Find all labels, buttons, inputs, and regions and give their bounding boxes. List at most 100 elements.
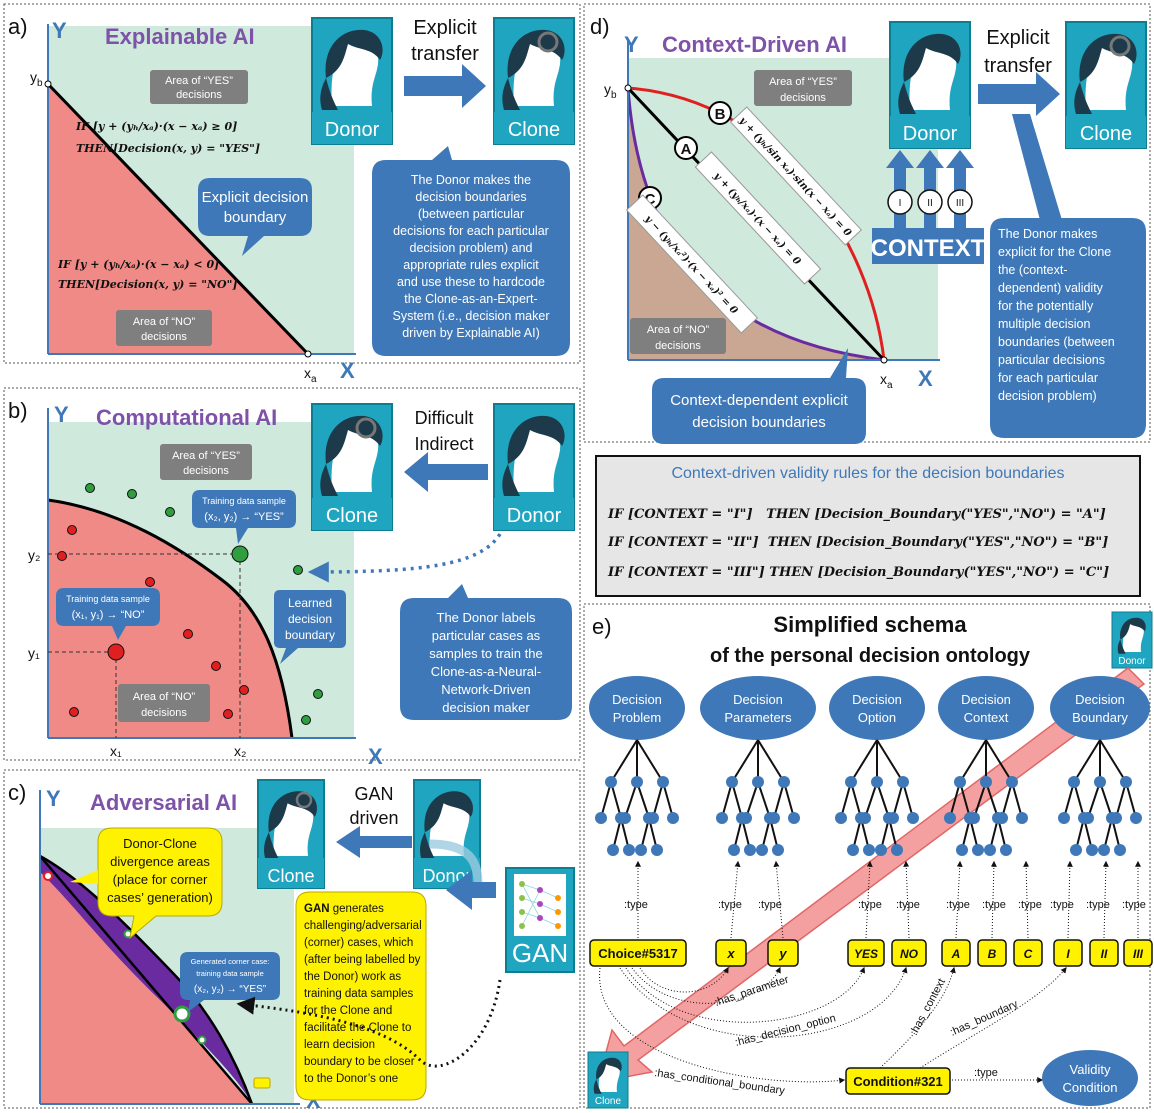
ontology-node xyxy=(756,844,768,856)
rule-no-if: IF [y + (yₕ/xₐ)·(x − xₐ) < 0] xyxy=(57,258,219,271)
rule-no-then: THEN[Decision(x, y) = "NO"] xyxy=(58,278,238,291)
svg-text:y: y xyxy=(778,946,787,961)
ontology-instances: Choice#5317 x y YES NO A B C I II III xyxy=(589,939,1153,967)
ontology-node xyxy=(657,776,669,788)
svg-text:challenging/adversarial: challenging/adversarial xyxy=(304,920,422,932)
donor-label: Donor xyxy=(325,119,380,141)
svg-text::type: :type xyxy=(1122,899,1146,911)
ontology-node xyxy=(1068,776,1080,788)
yb-point xyxy=(624,84,632,92)
ontology-node xyxy=(623,844,635,856)
context-boundaries-callout xyxy=(652,348,866,444)
ontology-node xyxy=(635,844,647,856)
corner-callout-2: training data sample xyxy=(196,969,264,978)
explicit-transfer-arrow xyxy=(404,64,486,108)
small-yellow-callout xyxy=(253,1077,271,1089)
yb-label: yb xyxy=(604,81,617,101)
ontology-node xyxy=(984,844,996,856)
svg-text:for each particular: for each particular xyxy=(998,371,1098,385)
svg-text:GAN generates: GAN generates xyxy=(304,903,384,915)
sample-no xyxy=(67,525,77,535)
ontology-node xyxy=(871,776,883,788)
class-decision-parameters xyxy=(700,676,816,740)
instance-y xyxy=(767,939,799,967)
learned-callout-1: Learned xyxy=(288,596,332,610)
svg-text:YES: YES xyxy=(854,947,878,961)
ontology-node xyxy=(716,812,728,824)
ontology-node xyxy=(944,812,956,824)
ontology-node xyxy=(1120,776,1132,788)
panel-a: a) Y X Explainable AI yb xa Area of “YES… xyxy=(3,3,581,385)
panel-e-border xyxy=(583,603,1151,1109)
svg-text:Decision: Decision xyxy=(1075,692,1125,707)
xa-point xyxy=(304,350,312,358)
donor-label: Donor xyxy=(1118,656,1146,667)
instance-a xyxy=(941,939,971,967)
svg-text:boundary to be closer: boundary to be closer xyxy=(304,1056,415,1068)
svg-text::type: :type xyxy=(1086,899,1110,911)
svg-text::type: :type xyxy=(624,899,648,911)
clone-label: Clone xyxy=(1080,123,1132,145)
learned-callout-2: decision xyxy=(288,612,332,626)
sample-yes xyxy=(301,715,311,725)
gan-block: GAN xyxy=(505,867,575,973)
ontology-node xyxy=(667,812,679,824)
clone-avatar: Clone xyxy=(493,17,575,145)
explanation-pointer xyxy=(1012,114,1062,220)
ontology-node xyxy=(752,776,764,788)
ontology-node xyxy=(631,776,643,788)
sample-no xyxy=(211,661,221,671)
corner-sample xyxy=(197,1035,207,1045)
transfer-label-1: Difficult xyxy=(415,408,474,428)
svg-text:explicit for the Clone: explicit for the Clone xyxy=(998,245,1111,259)
panel-e: e) Simplified schema of the personal dec… xyxy=(583,603,1153,1109)
instance-iii xyxy=(1123,939,1153,967)
explicit-transfer-arrow xyxy=(978,72,1060,116)
ontology-tree xyxy=(716,739,800,856)
svg-text:Context: Context xyxy=(964,710,1009,725)
validity-label-2: Condition xyxy=(1063,1080,1118,1095)
clone-avatar: Clone xyxy=(311,403,393,531)
gear-icon xyxy=(537,31,559,53)
class-decision-problem xyxy=(589,676,685,740)
context-i-label: I xyxy=(899,198,902,209)
panel-d: d) Y X Context-Driven AI yb xa Area of “… xyxy=(583,3,1151,597)
sample-no-highlighted xyxy=(107,643,125,661)
callout-line-1: Context-dependent explicit xyxy=(670,392,848,409)
yes-area-label-2: decisions xyxy=(183,465,229,477)
ontology-node xyxy=(651,844,663,856)
sample-yes xyxy=(313,689,323,699)
panel-b-title: Computational AI xyxy=(96,405,277,430)
learned-boundary-callout xyxy=(274,590,346,664)
gear-icon xyxy=(355,417,377,439)
svg-text:System (i.e., decision maker: System (i.e., decision maker xyxy=(393,309,550,323)
ontology-node xyxy=(726,776,738,788)
svg-text:B: B xyxy=(988,947,997,961)
svg-text::type: :type xyxy=(718,899,742,911)
svg-text:to the Donor’s one: to the Donor’s one xyxy=(304,1073,398,1085)
ontology-node xyxy=(744,844,756,856)
ontology-node xyxy=(845,776,857,788)
context-arrows xyxy=(886,150,974,228)
panel-d-explanation-box xyxy=(990,218,1146,438)
indirect-transfer-arrow xyxy=(404,452,488,492)
sample-no-callout xyxy=(56,588,160,640)
svg-text::has_conditional_boundary: :has_conditional_boundary xyxy=(654,1067,786,1097)
svg-text:appropriate rules explicit: appropriate rules explicit xyxy=(403,258,539,272)
svg-text:The Donor makes: The Donor makes xyxy=(998,227,1097,241)
svg-text::has_context: :has_context xyxy=(908,977,948,1038)
svg-text:II: II xyxy=(1101,947,1108,961)
transfer-label-2: Indirect xyxy=(414,434,473,454)
validity-rules-title: Context-driven validity rules for the de… xyxy=(671,465,1064,482)
ontology-node xyxy=(954,776,966,788)
context-iii-label: III xyxy=(956,198,964,209)
panel-b-border xyxy=(3,387,581,761)
divergence-callout-tail xyxy=(70,870,98,884)
no-area-label-1: Area of “NO” xyxy=(647,324,710,336)
yes-area-label-box xyxy=(160,444,252,480)
panel-a-letter: a) xyxy=(8,14,28,39)
panel-d-letter: d) xyxy=(590,14,610,39)
panel-c-title: Adversarial AI xyxy=(90,790,237,815)
svg-text:learn decision: learn decision xyxy=(304,1039,375,1051)
yb-point xyxy=(44,80,52,88)
